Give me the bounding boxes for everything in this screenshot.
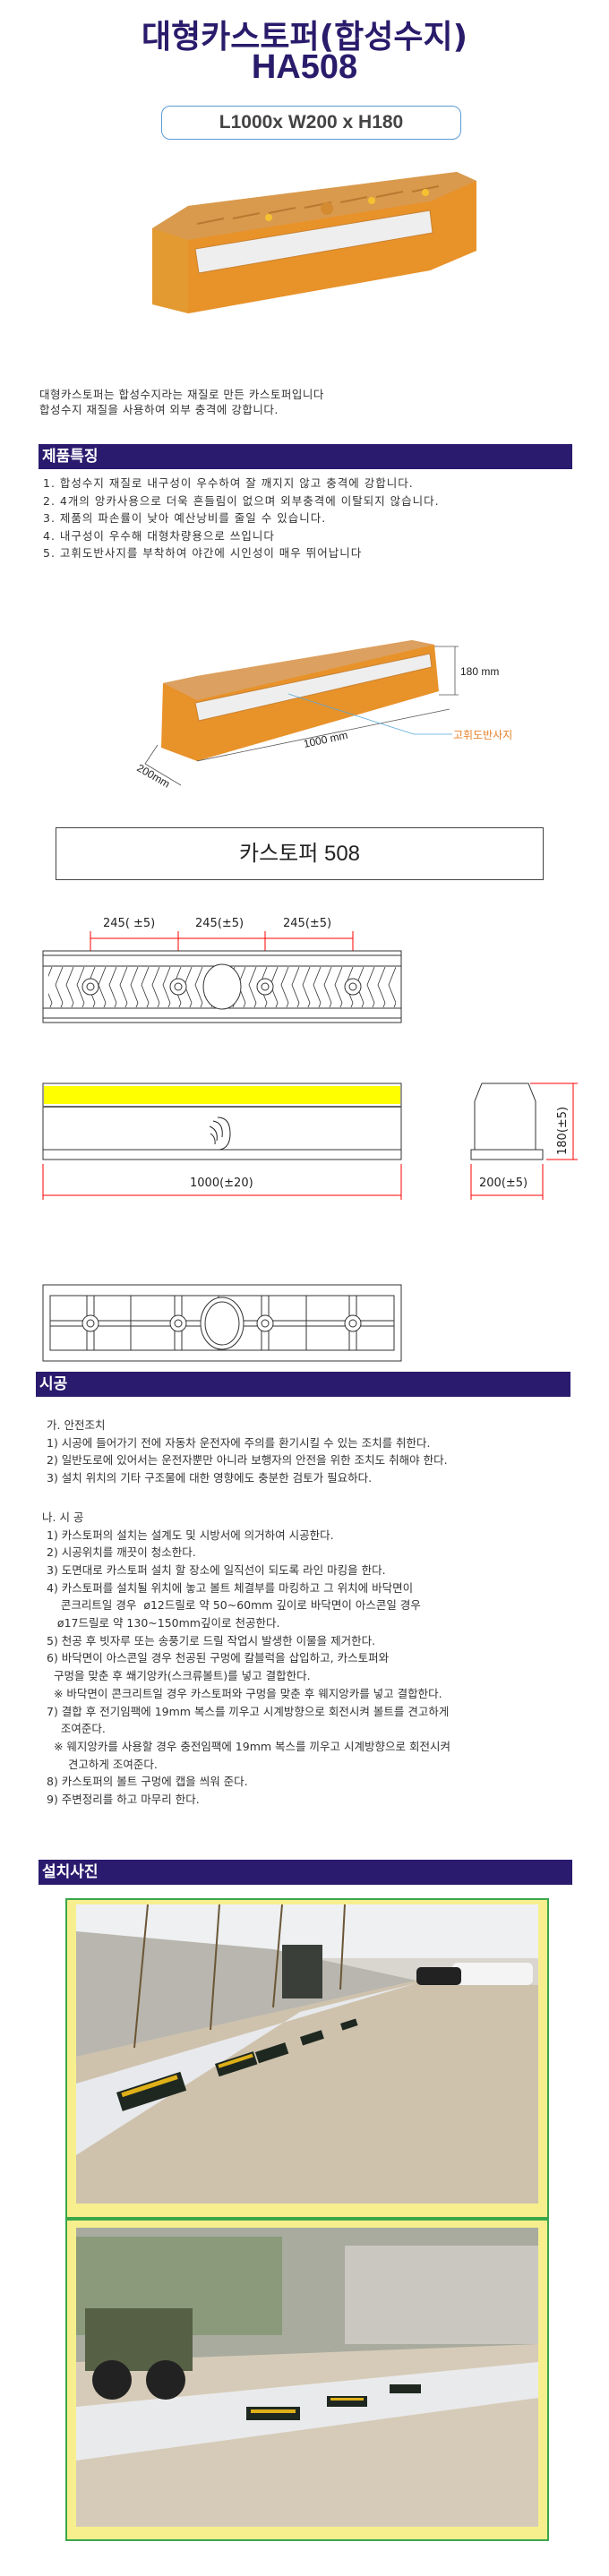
- safety-item: 2) 일반도로에 있어서는 운전자뿐만 아니라 보행자의 안전을 위한 조치도 …: [47, 1453, 448, 1468]
- feature-item: 2. 4개의 앙카사용으로 더욱 흔들림이 없으며 외부충격에 이탈되지 않습니…: [43, 493, 440, 508]
- reflector-strip: [194, 210, 433, 274]
- truck: [85, 2308, 193, 2371]
- product-title: 대형카스토퍼(합성수지): [141, 19, 468, 56]
- features-list: 1. 합성수지 재질로 내구성이 우수하여 잘 깨지지 않고 충격에 강합니다.…: [43, 475, 440, 562]
- width-label: 200(±5): [479, 1177, 528, 1190]
- bolt-hole: [422, 189, 429, 196]
- work-item: ø17드릴로 약 130~150mm깊이로 천공한다.: [47, 1616, 280, 1630]
- safety-item: 1) 시공에 들어가기 전에 자동차 운전자에 주의를 환기시킬 수 있는 조치…: [47, 1435, 431, 1450]
- dimensions-badge: L1000x W200 x H180: [161, 106, 461, 140]
- length-dimension-line: [42, 1164, 402, 1200]
- height-label: 180(±5): [556, 1107, 570, 1155]
- spacing-label: 245(±5): [283, 917, 331, 930]
- reflector-strip: [194, 653, 433, 722]
- front-view: [42, 1083, 402, 1160]
- work-item: 7) 결합 후 전기임팩에 19mm 복스를 끼우고 시계방향으로 회전시켜 볼…: [47, 1704, 450, 1718]
- reflector-label: 고휘도반사지: [453, 729, 512, 741]
- work-item: 6) 바닥면이 아스콘일 경우 천공된 구멍에 칼블럭을 삽입하고, 카스토퍼와: [47, 1651, 390, 1665]
- work-item: 3) 도면대로 카스토퍼 설치 할 장소에 일직선이 되도록 라인 마킹을 한다…: [47, 1562, 386, 1577]
- side-dimension-lines: [470, 1083, 578, 1200]
- model-number: HA508: [251, 48, 358, 86]
- reflector-strip: [44, 1086, 400, 1104]
- technical-drawing: 245( ±5) 245(±5) 245(±5) 1000(±20) 2: [42, 917, 578, 1362]
- work-item: 1) 카스토퍼의 설치는 설계도 및 시방서에 의거하여 시공한다.: [47, 1528, 334, 1542]
- bolt-hole: [368, 197, 375, 204]
- work-item: 5) 천공 후 빗자루 또는 송풍기로 드릴 작업시 발생한 이물을 제거한다.: [47, 1633, 376, 1647]
- product-image: [152, 172, 476, 313]
- installation-photo: [76, 1904, 538, 2204]
- work-note: ※ 웨지앙카를 사용할 경우 충전임팩에 19mm 복스를 끼우고 시계방향으로…: [47, 1739, 450, 1753]
- side-view: [470, 1083, 544, 1160]
- description: 대형카스토퍼는 합성수지라는 재질로 만든 카스토퍼입니다 합성수지 재질을 사…: [39, 387, 324, 417]
- installation-photo-frame: [65, 2219, 549, 2541]
- work-note: 견고하게 조여준다.: [47, 1757, 158, 1771]
- center-hole: [321, 202, 333, 215]
- construction-text: 가. 안전조치 1) 시공에 들어가기 전에 자동차 운전자에 주의를 환기시킬…: [42, 1416, 450, 1809]
- work-item: 9) 주변정리를 하고 마무리 한다.: [47, 1793, 200, 1807]
- bottom-view: [42, 1284, 402, 1362]
- height-label: 180 mm: [460, 665, 499, 678]
- spacing-label: 245( ±5): [103, 917, 155, 930]
- product-body: [161, 640, 439, 761]
- section-header-construction: 시공: [36, 1372, 570, 1397]
- feature-item: 3. 제품의 파손률이 낮아 예산낭비를 줄일 수 있습니다.: [43, 511, 327, 525]
- work-item: 구멍을 맞춘 후 쐐기앙카(스크류볼트)를 넣고 결합한다.: [47, 1669, 311, 1683]
- top-view: [42, 950, 402, 1023]
- product-top: [163, 640, 434, 700]
- logo-icon: [209, 1117, 231, 1151]
- work-title: 나. 시 공: [42, 1510, 84, 1524]
- safety-item: 3) 설치 위치의 기타 구조물에 대한 영향에도 충분한 검토가 필요하다.: [47, 1471, 373, 1485]
- length-label: 1000 mm: [303, 729, 349, 750]
- tread-pattern: [196, 185, 440, 225]
- work-item: 콘크리트일 경우 ø12드릴로 약 50~60mm 깊이로 바닥면이 아스콘일 …: [47, 1598, 421, 1613]
- installation-photo-frame: [65, 1898, 549, 2219]
- feature-item: 5. 고휘도반사지를 부착하여 야간에 시인성이 매우 뛰어납니다: [43, 546, 363, 560]
- work-item: 조여준다.: [47, 1722, 106, 1736]
- width-label: 200mm: [135, 761, 173, 788]
- feature-item: 4. 내구성이 우수해 대형차량용으로 쓰입니다: [43, 528, 275, 543]
- work-item: 8) 카스토퍼의 볼트 구멍에 캡을 씌워 준다.: [47, 1775, 248, 1789]
- drawing-title: 카스토퍼 508: [56, 827, 544, 880]
- work-item: 2) 시공위치를 깨끗이 청소한다.: [47, 1545, 196, 1560]
- work-note: ※ 바닥면이 콘크리트일 경우 카스토퍼와 구멍을 맞춘 후 웨지앙카를 넣고 …: [47, 1686, 442, 1700]
- safety-title: 가. 안전조치: [47, 1418, 106, 1432]
- bolt-hole: [265, 214, 272, 221]
- length-label: 1000(±20): [190, 1177, 253, 1190]
- product-dimension-figure: 180 mm 고휘도반사지 1000 mm 200mm: [135, 640, 512, 788]
- spacing-label: 245(±5): [195, 917, 244, 930]
- description-line: 대형카스토퍼는 합성수지라는 재질로 만든 카스토퍼입니다: [39, 388, 324, 401]
- work-item: 4) 카스토퍼를 설치될 위치에 놓고 볼트 체결부를 마킹하고 그 위치에 바…: [47, 1580, 414, 1595]
- leader-line: [287, 693, 452, 735]
- installation-photo: [76, 2228, 538, 2527]
- section-header-photos: 설치사진: [39, 1860, 572, 1885]
- section-header-features: 제품특징: [39, 444, 572, 469]
- feature-item: 1. 합성수지 재질로 내구성이 우수하여 잘 깨지지 않고 충격에 강합니다.: [43, 476, 414, 490]
- description-line: 합성수지 재질을 사용하여 외부 충격에 강합니다.: [39, 403, 279, 416]
